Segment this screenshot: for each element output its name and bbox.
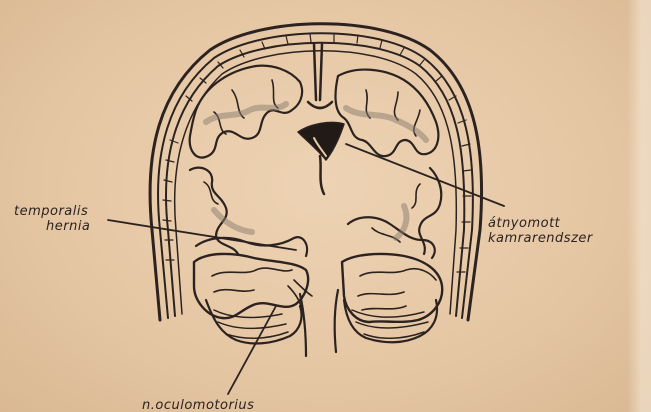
label-temporalis-line-2: hernia: [14, 219, 90, 234]
falx-midline: [308, 44, 332, 108]
label-atnyomott-line-2: kamrarendszer: [488, 231, 593, 246]
label-n-oculomotorius: n.oculomotorius: [142, 398, 254, 412]
label-atnyomott-line-1: átnyomott: [488, 216, 593, 231]
label-temporalis-hernia: temporalis hernia: [14, 204, 90, 234]
brainstem: [300, 290, 338, 356]
compressed-ventricle: [298, 122, 344, 194]
label-temporalis-line-1: temporalis: [14, 204, 90, 219]
label-atnyomott-kamrarendszer: átnyomott kamrarendszer: [488, 216, 593, 246]
temporal-lobes: [194, 254, 442, 322]
